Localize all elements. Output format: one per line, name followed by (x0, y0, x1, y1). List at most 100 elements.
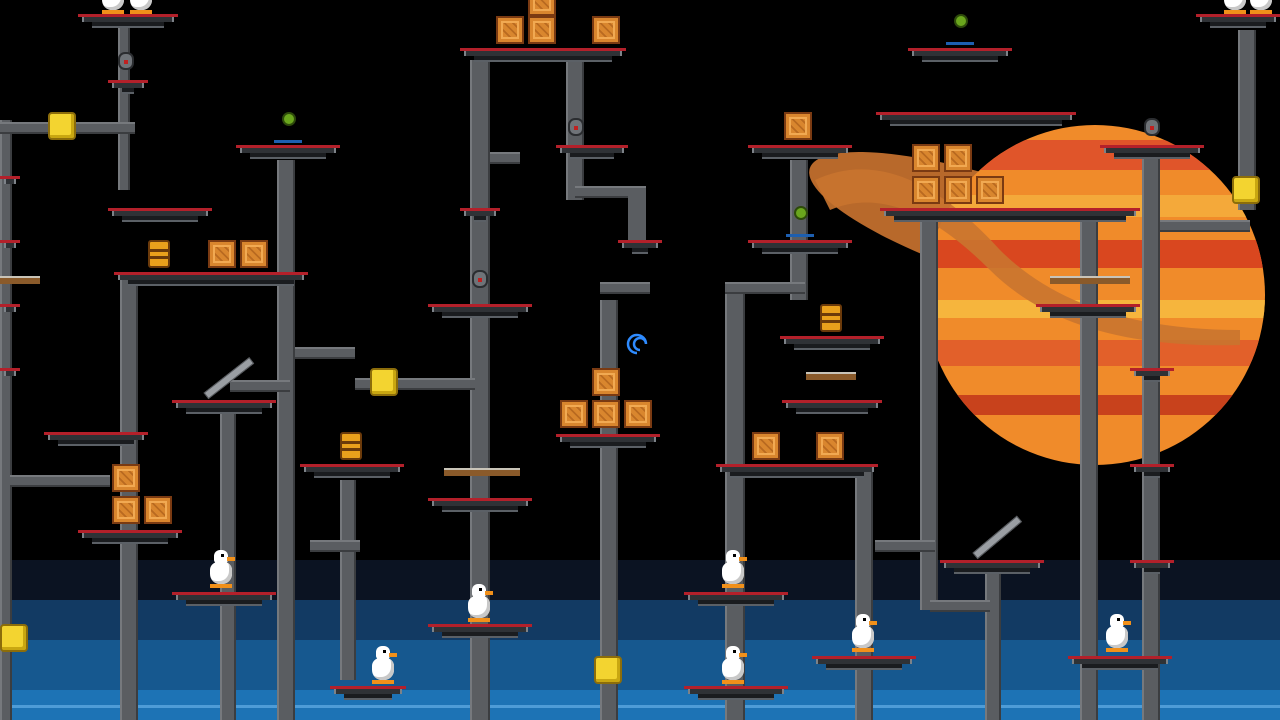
barrel-icon[interactable] (148, 240, 170, 268)
duck-sprite[interactable] (208, 550, 235, 590)
platform-body (82, 533, 178, 538)
crate-icon[interactable] (592, 16, 620, 44)
platform (556, 145, 628, 159)
platform-body (912, 51, 1008, 56)
platform (1130, 368, 1174, 382)
item-block-icon[interactable] (370, 368, 398, 396)
duck-eye (733, 650, 736, 653)
shotgun-icon[interactable] (444, 468, 520, 476)
crate-icon[interactable] (496, 16, 524, 44)
platform-under (954, 568, 1030, 574)
crate-icon[interactable] (912, 176, 940, 204)
horizontal-pipe (490, 152, 520, 164)
duck-eye (383, 650, 386, 653)
item-block-icon[interactable] (0, 624, 28, 652)
platform-body (4, 307, 16, 312)
duck-bill (1123, 621, 1131, 625)
crate-icon[interactable] (112, 464, 140, 492)
item-block-icon[interactable] (1232, 176, 1260, 204)
platform-body (816, 659, 912, 664)
crate-icon[interactable] (144, 496, 172, 524)
crate-icon[interactable] (592, 400, 620, 428)
vertical-pipe (470, 60, 490, 720)
platform-body (884, 211, 1136, 216)
shotgun-icon[interactable] (806, 372, 856, 380)
shotgun-icon[interactable] (1050, 276, 1130, 284)
vertical-pipe (790, 160, 808, 300)
platform-body (82, 17, 174, 22)
platform-body (1134, 563, 1170, 568)
platform (78, 530, 182, 544)
platform-body (1134, 371, 1170, 376)
crate-icon[interactable] (528, 16, 556, 44)
mine-icon[interactable] (118, 52, 134, 70)
duck-sprite[interactable] (720, 646, 747, 686)
grenade-icon[interactable] (794, 206, 808, 220)
platform (812, 656, 916, 670)
platform-under (442, 312, 518, 318)
duck-sprite[interactable] (1222, 0, 1248, 16)
crate-icon[interactable] (240, 240, 268, 268)
grenade-icon[interactable] (282, 112, 296, 126)
duck-sprite[interactable] (850, 614, 877, 654)
crate-icon[interactable] (976, 176, 1004, 204)
grenade-icon[interactable] (954, 14, 968, 28)
crate-icon[interactable] (624, 400, 652, 428)
vertical-pipe (340, 480, 356, 680)
mine-icon[interactable] (472, 270, 488, 288)
crate-icon[interactable] (528, 0, 556, 16)
duck-sprite[interactable] (100, 0, 126, 16)
duck-sprite[interactable] (466, 584, 493, 624)
crate-icon[interactable] (816, 432, 844, 460)
spawn-pad (946, 42, 974, 45)
duck-feet (1250, 10, 1272, 14)
crate-icon[interactable] (112, 496, 140, 524)
duck-feet (1106, 648, 1128, 652)
platform-under (122, 216, 198, 222)
platform (108, 208, 212, 222)
platform (748, 240, 852, 254)
crate-icon[interactable] (944, 144, 972, 172)
shotgun-icon[interactable] (0, 276, 40, 284)
barrel-icon[interactable] (340, 432, 362, 460)
item-block-icon[interactable] (48, 112, 76, 140)
duck-feet (102, 10, 124, 14)
duck-sprite[interactable] (1104, 614, 1131, 654)
platform (0, 304, 20, 316)
horizontal-pipe (628, 186, 646, 246)
duck-body (722, 562, 744, 584)
platform (1130, 464, 1174, 478)
platform (940, 560, 1044, 574)
crate-icon[interactable] (944, 176, 972, 204)
crate-icon[interactable] (208, 240, 236, 268)
vertical-pipe (1080, 220, 1098, 720)
duck-sprite[interactable] (1248, 0, 1274, 16)
platform-under (570, 442, 646, 448)
platform-body (1134, 467, 1170, 472)
duck-sprite[interactable] (720, 550, 747, 590)
platform-top (114, 272, 308, 275)
mine-icon[interactable] (1144, 118, 1160, 136)
platform-under (92, 538, 168, 544)
duck-body (1224, 0, 1246, 10)
barrel-icon[interactable] (820, 304, 842, 332)
platform (108, 80, 148, 94)
platform (908, 48, 1012, 62)
platform-under (1144, 472, 1160, 478)
spawn-pad (274, 140, 302, 143)
crate-icon[interactable] (560, 400, 588, 428)
mine-icon[interactable] (568, 118, 584, 136)
crate-icon[interactable] (912, 144, 940, 172)
crate-icon[interactable] (592, 368, 620, 396)
platform-under (730, 472, 864, 478)
duck-sprite[interactable] (370, 646, 397, 686)
platform (78, 14, 178, 28)
duck-body (852, 626, 874, 648)
crate-icon[interactable] (784, 112, 812, 140)
duck-sprite[interactable] (128, 0, 154, 16)
platform-under (796, 408, 868, 414)
platform-top (460, 48, 626, 51)
item-block-icon[interactable] (594, 656, 622, 684)
platform (114, 272, 308, 286)
crate-icon[interactable] (752, 432, 780, 460)
